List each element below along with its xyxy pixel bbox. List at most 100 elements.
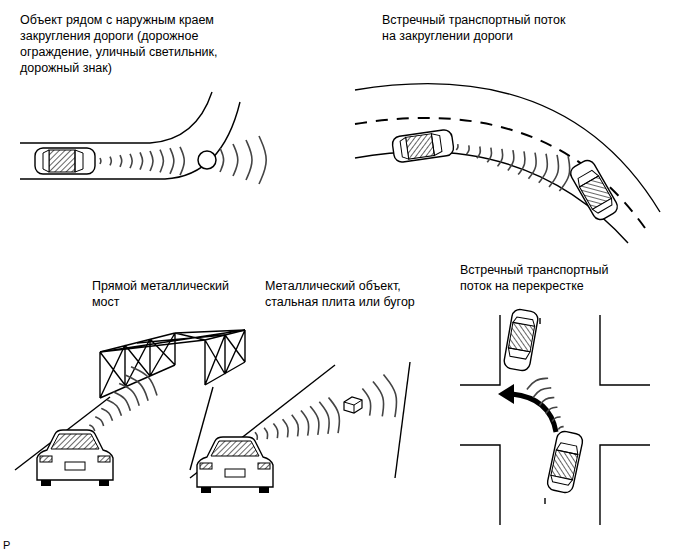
caption-label: Встречный транспортный поток на закругле… (382, 12, 582, 44)
car-taillight (40, 456, 52, 462)
radar-wave (255, 432, 258, 440)
radar-wave (329, 396, 344, 433)
car-body (546, 430, 584, 494)
bridge-top (100, 330, 245, 352)
car-roof (551, 450, 578, 480)
car-rear-window (51, 434, 99, 449)
car-rear-view (37, 430, 113, 486)
caption-label: Металлический объект, стальная плита или… (265, 278, 440, 310)
radar-waves (360, 373, 401, 423)
car-taillight (200, 463, 212, 469)
car-body (197, 437, 273, 487)
figure-code: P (3, 537, 23, 553)
roadside-object (198, 151, 216, 169)
car-rear-window (400, 137, 409, 160)
radar-wave (456, 144, 458, 150)
car-rear-view (197, 437, 273, 493)
radar-wave (545, 405, 558, 413)
caption-label: Встречный транспортный поток на перекрес… (460, 262, 635, 294)
car-roof (406, 134, 435, 159)
radar-wave (508, 150, 516, 171)
radar-wave (220, 148, 224, 172)
car-top-view (391, 129, 454, 163)
radar-wave (119, 380, 142, 405)
car-roof (49, 150, 75, 172)
road-edge (20, 92, 212, 143)
car-body (568, 158, 621, 223)
car-body (391, 129, 454, 163)
car-top-view (503, 308, 539, 372)
car-top-view (546, 430, 584, 494)
car-rear-window (43, 150, 49, 172)
turn-arrow (512, 394, 556, 432)
radar-wave (264, 427, 269, 439)
radar-wave (180, 147, 184, 175)
turn-arrow-head (498, 384, 514, 404)
radar-wave (301, 409, 311, 435)
radar-wave (487, 148, 493, 163)
radar-wave (518, 151, 527, 175)
car-rear-window (550, 475, 573, 485)
radar-wave (273, 423, 279, 438)
radar-wave (130, 154, 132, 168)
bridge-truss (205, 330, 245, 385)
radar-waves (251, 396, 343, 454)
car-taillight (258, 463, 270, 469)
radar-wave (170, 148, 174, 174)
radar-wave (131, 363, 161, 396)
car-top-view (568, 158, 621, 223)
radar-wave (113, 389, 133, 411)
car-windshield (75, 150, 83, 172)
center-line (355, 118, 645, 228)
radar-wave (319, 401, 332, 434)
road-edge (460, 445, 500, 525)
radar-wave (549, 155, 562, 188)
radar-wave (558, 426, 564, 430)
radar-wave (246, 140, 252, 180)
car-body (35, 148, 95, 174)
radar-wave (477, 147, 482, 159)
car-plate (65, 462, 85, 470)
radar-wave (383, 373, 401, 417)
radar-wave (89, 424, 95, 431)
car-rear-window (211, 441, 259, 456)
radar-wave (95, 415, 105, 425)
radar-wave (538, 395, 554, 405)
car-rear-window (592, 198, 614, 214)
radar-wave (160, 150, 163, 173)
radar-wave (259, 136, 266, 184)
radar-wave (110, 157, 111, 166)
radar-wave (551, 416, 560, 422)
radar-wave (107, 398, 124, 416)
car-body (503, 308, 539, 372)
radar-wave (528, 153, 538, 180)
road-edge (355, 152, 628, 243)
radar-waves (220, 136, 266, 184)
radar-waves (100, 147, 184, 175)
car-taillight (98, 456, 110, 462)
metal-object-body (344, 397, 362, 413)
radar-waves (525, 375, 571, 434)
car-plate (225, 469, 245, 477)
road-edge (600, 315, 650, 385)
caption-label: Прямой металлический мост (92, 278, 242, 310)
radar-wave (539, 154, 551, 184)
radar-wave (292, 414, 301, 437)
radar-wave (532, 385, 551, 397)
radar-wave (233, 144, 238, 176)
radar-wave (310, 405, 322, 435)
radar-wave (150, 151, 153, 171)
road-edge (20, 102, 240, 179)
radar-waves (79, 363, 161, 443)
metal-object (344, 397, 362, 413)
car-roof (508, 322, 534, 351)
radar-wave (498, 149, 505, 167)
car-body (37, 430, 113, 480)
radar-wave (140, 152, 143, 169)
radar-wave (525, 375, 548, 389)
radar-wave (362, 387, 373, 415)
radar-waves (453, 130, 574, 193)
radar-wave (99, 158, 102, 164)
car-top-view (35, 148, 95, 174)
